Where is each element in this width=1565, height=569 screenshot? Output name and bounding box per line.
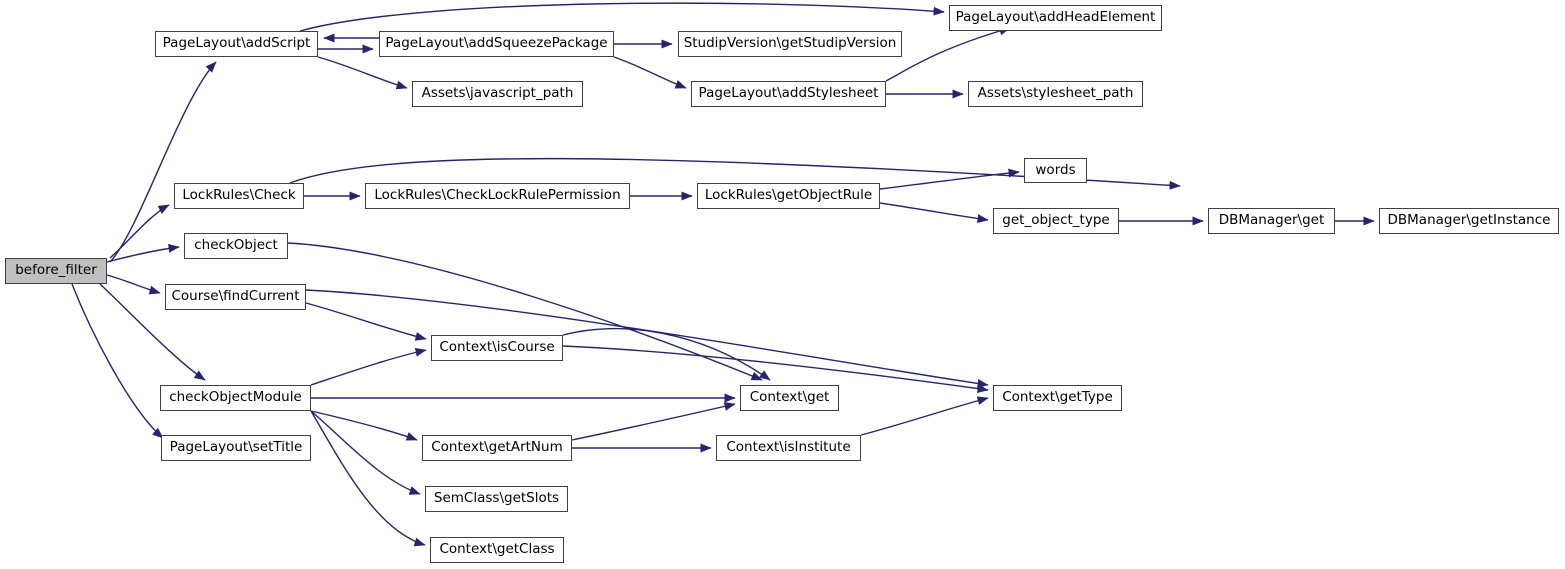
graph-node-addSqueezePackage[interactable]: PageLayout\addSqueezePackage [379,31,614,57]
call-edge [106,274,161,295]
graph-node-label: Course\findCurrent [171,288,300,305]
graph-node-label: PageLayout\addSqueezePackage [385,35,608,52]
call-edge [106,243,180,263]
graph-node-label: SemClass\getSlots [433,490,560,507]
graph-node-label: PageLayout\addScript [162,35,311,52]
graph-node-label: before_filter [15,262,97,279]
graph-node-label: LockRules\CheckLockRulePermission [374,187,621,204]
graph-node-lockCheck[interactable]: LockRules\Check [174,183,304,209]
graph-node-addHeadElement[interactable]: PageLayout\addHeadElement [949,5,1162,31]
graph-node-get_object_type[interactable]: get_object_type [993,208,1119,234]
call-edge [99,283,206,381]
graph-node-checkLockRulePerm[interactable]: LockRules\CheckLockRulePermission [365,183,630,209]
graph-node-label: Context\isInstitute [726,439,851,456]
call-edge [305,302,427,341]
graph-node-context_get[interactable]: Context\get [740,385,839,411]
graph-node-label: checkObject [194,237,278,254]
graph-node-isCourse[interactable]: Context\isCourse [431,335,563,361]
call-edge [287,242,763,381]
call-edge [71,283,164,439]
call-edge [879,202,989,223]
graph-node-label: checkObjectModule [169,389,302,406]
graph-node-label: Context\getArtNum [431,439,563,456]
call-edge [310,410,421,495]
graph-node-getType[interactable]: Context\getType [993,385,1122,411]
call-edge [299,2,945,32]
graph-node-label: Context\get [749,389,830,406]
call-edge [613,56,687,89]
graph-node-addScript[interactable]: PageLayout\addScript [155,31,318,57]
graph-node-dbmanager_get[interactable]: DBManager\get [1208,208,1335,234]
call-edge [317,56,408,90]
call-edge [109,204,170,259]
graph-node-checkObject[interactable]: checkObject [184,233,288,259]
call-edge [571,401,736,441]
graph-node-label: Assets\stylesheet_path [977,85,1134,102]
graph-node-label: PageLayout\addStylesheet [698,85,879,102]
graph-node-javascript_path[interactable]: Assets\javascript_path [412,81,583,107]
call-edge [885,26,1011,82]
call-edge [879,168,1020,190]
graph-node-stylesheet_path[interactable]: Assets\stylesheet_path [968,81,1143,107]
call-edge [562,345,989,393]
graph-node-label: get_object_type [1002,212,1110,229]
graph-node-words[interactable]: words [1024,158,1087,183]
graph-node-dbmanager_getInstance[interactable]: DBManager\getInstance [1379,208,1559,234]
graph-node-label: PageLayout\addHeadElement [955,9,1156,26]
graph-node-getArtNum[interactable]: Context\getArtNum [422,435,572,461]
graph-node-findCurrent[interactable]: Course\findCurrent [165,284,306,310]
graph-node-label: LockRules\Check [182,187,296,204]
graph-node-label: LockRules\getObjectRule [704,187,873,204]
graph-node-label: StudipVersion\getStudipVersion [683,35,897,52]
call-edge [310,410,426,547]
call-edge [305,289,989,388]
graph-node-addStylesheet[interactable]: PageLayout\addStylesheet [691,81,886,107]
call-edge [289,157,1181,190]
graph-node-label: DBManager\get [1218,212,1325,229]
graph-node-label: Assets\javascript_path [421,85,574,102]
call-edge [310,347,427,386]
graph-node-label: Context\isCourse [439,339,555,356]
graph-node-label: Context\getType [1002,389,1113,406]
graph-node-label: words [1035,161,1076,178]
graph-node-getClass[interactable]: Context\getClass [430,537,564,563]
graph-node-label: Context\getClass [439,541,555,558]
graph-node-checkObjectModule[interactable]: checkObjectModule [160,385,311,411]
graph-node-getStudipVersion[interactable]: StudipVersion\getStudipVersion [678,31,902,57]
graph-node-isInstitute[interactable]: Context\isInstitute [716,435,861,461]
graph-node-getObjectRule[interactable]: LockRules\getObjectRule [697,183,880,209]
call-edge [109,61,217,263]
call-edge [310,410,418,441]
graph-node-label: PageLayout\setTitle [169,439,303,456]
graph-node-setTitle[interactable]: PageLayout\setTitle [161,435,311,461]
graph-node-before_filter[interactable]: before_filter [5,258,107,284]
graph-node-label: DBManager\getInstance [1387,212,1551,229]
call-edge [860,396,989,436]
graph-node-getSlots[interactable]: SemClass\getSlots [425,486,568,512]
call-edge [562,327,771,381]
